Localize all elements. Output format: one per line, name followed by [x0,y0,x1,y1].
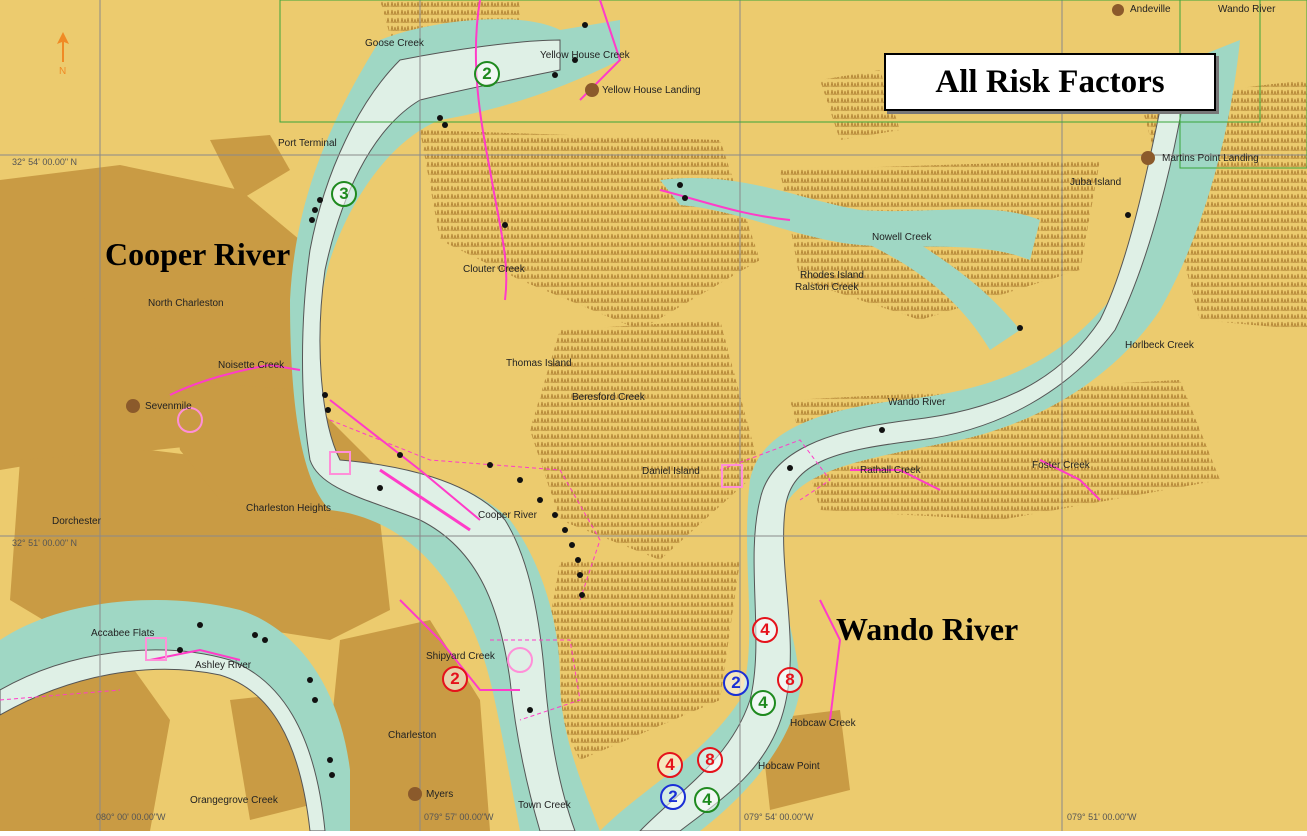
place-nowell-creek: Nowell Creek [872,232,932,243]
landmark-points [126,4,1155,801]
place-ashley-river: Ashley River [195,660,252,671]
anchorage-symbols [145,407,743,673]
coord-lon-2: 079° 57' 00.00"W [424,812,494,822]
risk-marker[interactable]: 4 [750,690,776,716]
place-noisette-creek: Noisette Creek [218,360,285,371]
risk-marker[interactable]: 2 [660,784,686,810]
place-wando-river-top: Wando River [1218,4,1276,15]
place-rhodes-island: Rhodes Island [800,270,864,281]
risk-marker[interactable]: 8 [777,667,803,693]
coord-lon-1: 080° 00' 00.00"W [96,812,166,822]
place-juba-island: Juba Island [1070,177,1122,188]
place-clouter-creek: Clouter Creek [463,264,525,275]
place-port-terminal: Port Terminal [278,138,337,149]
label-wando-river: Wando River [836,611,1019,647]
hazard-dots [177,22,1131,778]
label-cooper-river: Cooper River [105,236,291,272]
place-martins-point: Martins Point Landing [1162,153,1259,164]
place-dorchester: Dorchester [52,516,101,527]
place-charleston: Charleston [388,730,437,741]
risk-marker[interactable]: 4 [657,752,683,778]
place-wando-river-mid: Wando River [888,397,946,408]
risk-marker[interactable]: 2 [474,61,500,87]
place-yellow-house-creek: Yellow House Creek [540,50,630,61]
place-charleston-heights: Charleston Heights [246,503,332,514]
place-yellow-house-landing: Yellow House Landing [602,85,701,96]
risk-marker[interactable]: 4 [752,617,778,643]
risk-marker[interactable]: 2 [442,666,468,692]
place-myers: Myers [426,789,454,800]
svg-text:N: N [59,66,66,77]
place-thomas-island: Thomas Island [506,358,572,369]
place-rathall-creek: Rathall Creek [860,465,921,476]
risk-marker[interactable]: 8 [697,747,723,773]
place-cooper-river-small: Cooper River [478,510,537,521]
place-goose-creek: Goose Creek [365,38,424,49]
place-daniel-island: Daniel Island [642,466,700,477]
risk-marker[interactable]: 3 [331,181,357,207]
place-north-charleston: North Charleston [148,298,224,309]
dashed-boundaries [0,419,831,721]
place-town-creek: Town Creek [518,800,571,811]
place-accabee-flats: Accabee Flats [91,628,155,639]
place-hobcaw-point: Hobcaw Point [758,761,820,772]
restricted-lines [149,0,1101,721]
place-horlbeck-creek: Horlbeck Creek [1125,340,1194,351]
place-orangegrove-creek: Orangegrove Creek [190,795,278,806]
risk-marker[interactable]: 2 [723,670,749,696]
coord-lat-mid: 32° 51' 00.00" N [12,538,78,548]
place-shipyard-creek: Shipyard Creek [426,651,495,662]
place-ralston-creek: Ralston Creek [795,282,859,293]
risk-marker[interactable]: 4 [694,787,720,813]
place-hobcaw-creek: Hobcaw Creek [790,718,856,729]
coord-lon-3: 079° 54' 00.00"W [744,812,814,822]
place-foster-creek: Foster Creek [1032,460,1090,471]
place-beresford-creek: Beresford Creek [572,392,645,403]
place-andeville: Andeville [1130,4,1171,15]
place-sevenmile: Sevenmile [145,401,192,412]
coord-lon-4: 079° 51' 00.00"W [1067,812,1137,822]
map-title: All Risk Factors [884,53,1216,111]
coord-lat-top: 32° 54' 00.00" N [12,157,78,167]
north-arrow-icon: N [57,32,69,77]
